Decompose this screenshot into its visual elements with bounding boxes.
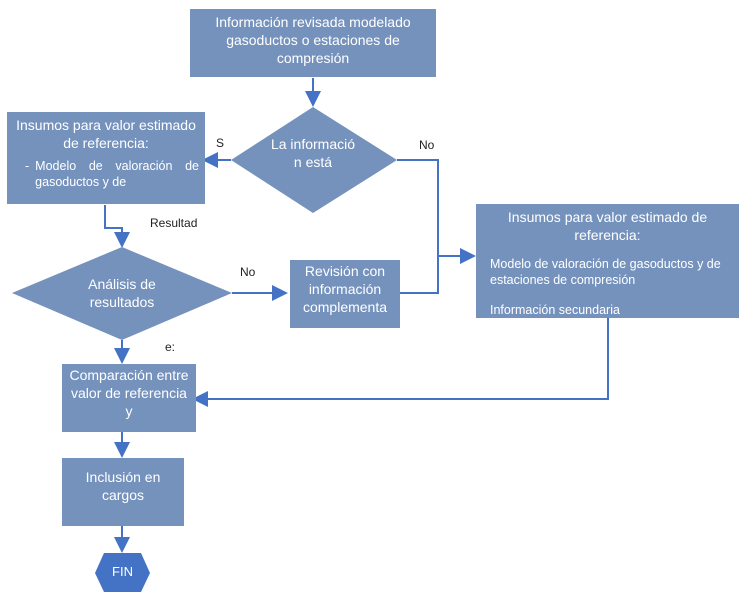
node-comparacion-text: Comparación entre valor de referencia y bbox=[69, 367, 189, 419]
arrow-decision-no bbox=[397, 159, 476, 264]
edge-label-no-top: No bbox=[419, 138, 435, 152]
insumos-left-title: Insumos para valor estimado de referenci… bbox=[16, 117, 196, 151]
arrow-revision-to-right bbox=[400, 256, 439, 294]
insumos-right-title: Insumos para valor estimado de referenci… bbox=[507, 209, 708, 243]
fin-shape bbox=[95, 553, 150, 592]
node-fin: FIN bbox=[95, 563, 150, 583]
node-comparacion: Comparación entre valor de referencia y bbox=[62, 364, 196, 432]
decision-analisis-text: Análisis de resultados bbox=[62, 275, 182, 315]
arrow-right-insumos-to-comparacion bbox=[192, 318, 609, 407]
decision-analisis-shape bbox=[12, 247, 232, 340]
node-fin-label: FIN bbox=[112, 564, 133, 579]
node-info-revisada-text: Información revisada modelado gasoductos… bbox=[215, 14, 411, 66]
node-insumos-right: Insumos para valor estimado de referenci… bbox=[476, 204, 739, 318]
node-inclusion: Inclusión en cargos bbox=[62, 458, 184, 526]
node-info-revisada: Información revisada modelado gasoductos… bbox=[190, 9, 436, 77]
insumos-left-bullet: - bbox=[25, 159, 30, 173]
node-revision: Revisión con información complementa bbox=[290, 260, 400, 328]
decision-analisis-label: Análisis de resultados bbox=[88, 276, 156, 310]
edge-label-si-mid: e: bbox=[165, 340, 176, 354]
edge-label-resultado: Resultad bbox=[150, 216, 198, 230]
insumos-right-item1: Modelo de valoración de gasoductos y de … bbox=[490, 257, 721, 287]
decision-info-label: La informació n está bbox=[270, 136, 356, 170]
node-revision-text: Revisión con información complementa bbox=[302, 263, 388, 315]
edge-label-no-mid: No bbox=[240, 265, 256, 279]
decision-info-text: La informació n está bbox=[266, 135, 360, 189]
arrow-left-insumos-to-analisis bbox=[104, 205, 130, 248]
node-inclusion-text: Inclusión en cargos bbox=[85, 469, 161, 503]
decision-info-shape bbox=[231, 107, 397, 213]
insumos-left-item: Modelo de valoración de gasoductos y de bbox=[35, 159, 199, 189]
node-insumos-left: Insumos para valor estimado de referenci… bbox=[7, 112, 205, 204]
insumos-right-item2: Información secundaria bbox=[490, 303, 620, 317]
edge-label-si-top: S bbox=[216, 136, 225, 150]
